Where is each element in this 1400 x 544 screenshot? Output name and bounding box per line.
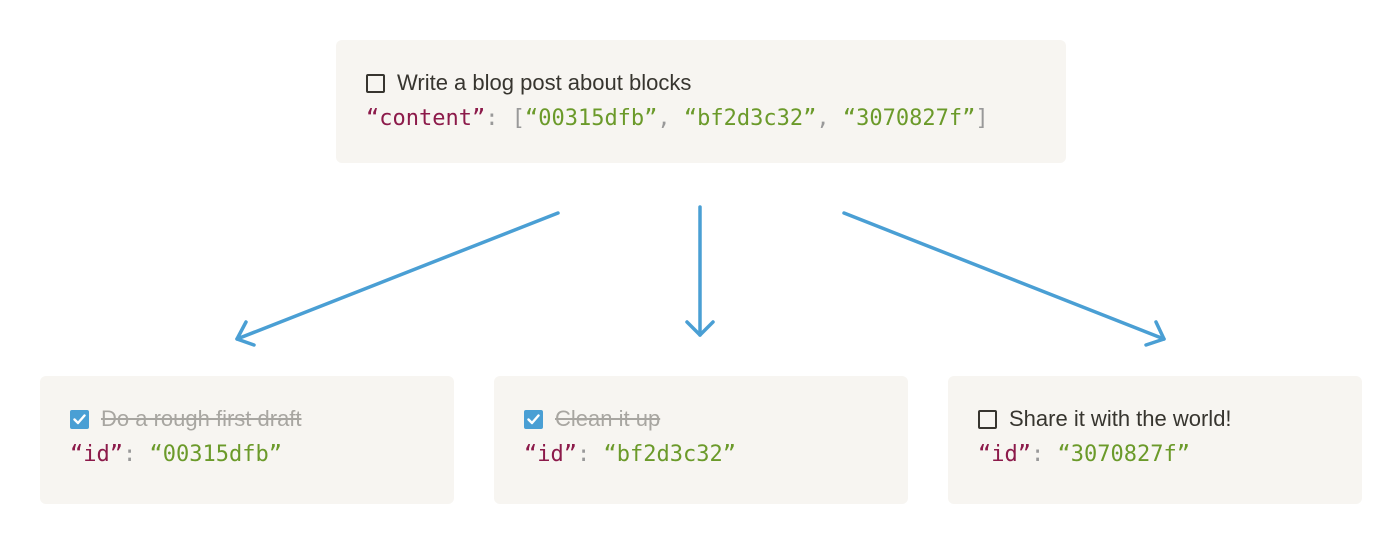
checkbox-icon[interactable]	[366, 73, 385, 93]
child-block-card-1: Do a rough first draft “id”: “00315dfb”	[40, 376, 454, 504]
arrow-line-left	[235, 211, 560, 341]
arrow-head-center	[685, 320, 715, 337]
child-todo-label: Do a rough first draft	[101, 406, 302, 431]
id-value: “00315dfb”	[149, 442, 282, 467]
separator: ,	[816, 106, 843, 131]
id-key: “id”	[70, 442, 123, 467]
parent-content-code: “content”: [“00315dfb”, “bf2d3c32”, “307…	[366, 104, 1066, 134]
checkbox-checked-icon[interactable]	[524, 409, 543, 429]
colon: :	[1030, 442, 1058, 467]
id-key: “id”	[978, 442, 1031, 467]
child-id-code: “id”: “bf2d3c32”	[524, 440, 908, 470]
child-id-code: “id”: “00315dfb”	[70, 440, 454, 470]
child-todo-label: Share it with the world!	[1009, 406, 1232, 431]
checkmark-icon	[527, 413, 540, 424]
child-id-code: “id”: “3070827f”	[978, 440, 1362, 470]
arrow-line-right	[842, 211, 1166, 341]
checkbox-icon[interactable]	[978, 409, 997, 429]
child-block-card-2: Clean it up “id”: “bf2d3c32”	[494, 376, 908, 504]
id-key: “id”	[524, 442, 577, 467]
content-id-3: “3070827f”	[842, 106, 976, 131]
id-value: “bf2d3c32”	[603, 442, 736, 467]
id-value: “3070827f”	[1057, 442, 1190, 467]
content-key: “content”	[366, 106, 486, 131]
child-todo-label: Clean it up	[555, 406, 661, 431]
content-id-2: “bf2d3c32”	[683, 106, 817, 131]
child-block-card-3: Share it with the world! “id”: “3070827f…	[948, 376, 1362, 504]
checkbox-checked-icon[interactable]	[70, 409, 89, 429]
content-id-1: “00315dfb”	[524, 106, 658, 131]
colon: :	[485, 106, 512, 131]
colon: :	[576, 442, 604, 467]
arrow-head-left	[235, 320, 256, 347]
parent-todo-label: Write a blog post about blocks	[397, 70, 692, 95]
parent-block-card: Write a blog post about blocks “content”…	[336, 40, 1066, 163]
colon: :	[122, 442, 150, 467]
open-bracket: [	[511, 106, 525, 131]
arrow-head-right	[1144, 320, 1166, 347]
child-todo-item: Clean it up	[524, 406, 908, 432]
child-todo-item: Do a rough first draft	[70, 406, 454, 432]
child-todo-item: Share it with the world!	[978, 406, 1362, 432]
close-bracket: ]	[975, 106, 989, 131]
separator: ,	[657, 106, 684, 131]
parent-todo-item: Write a blog post about blocks	[366, 70, 1066, 96]
checkmark-icon	[73, 413, 86, 424]
